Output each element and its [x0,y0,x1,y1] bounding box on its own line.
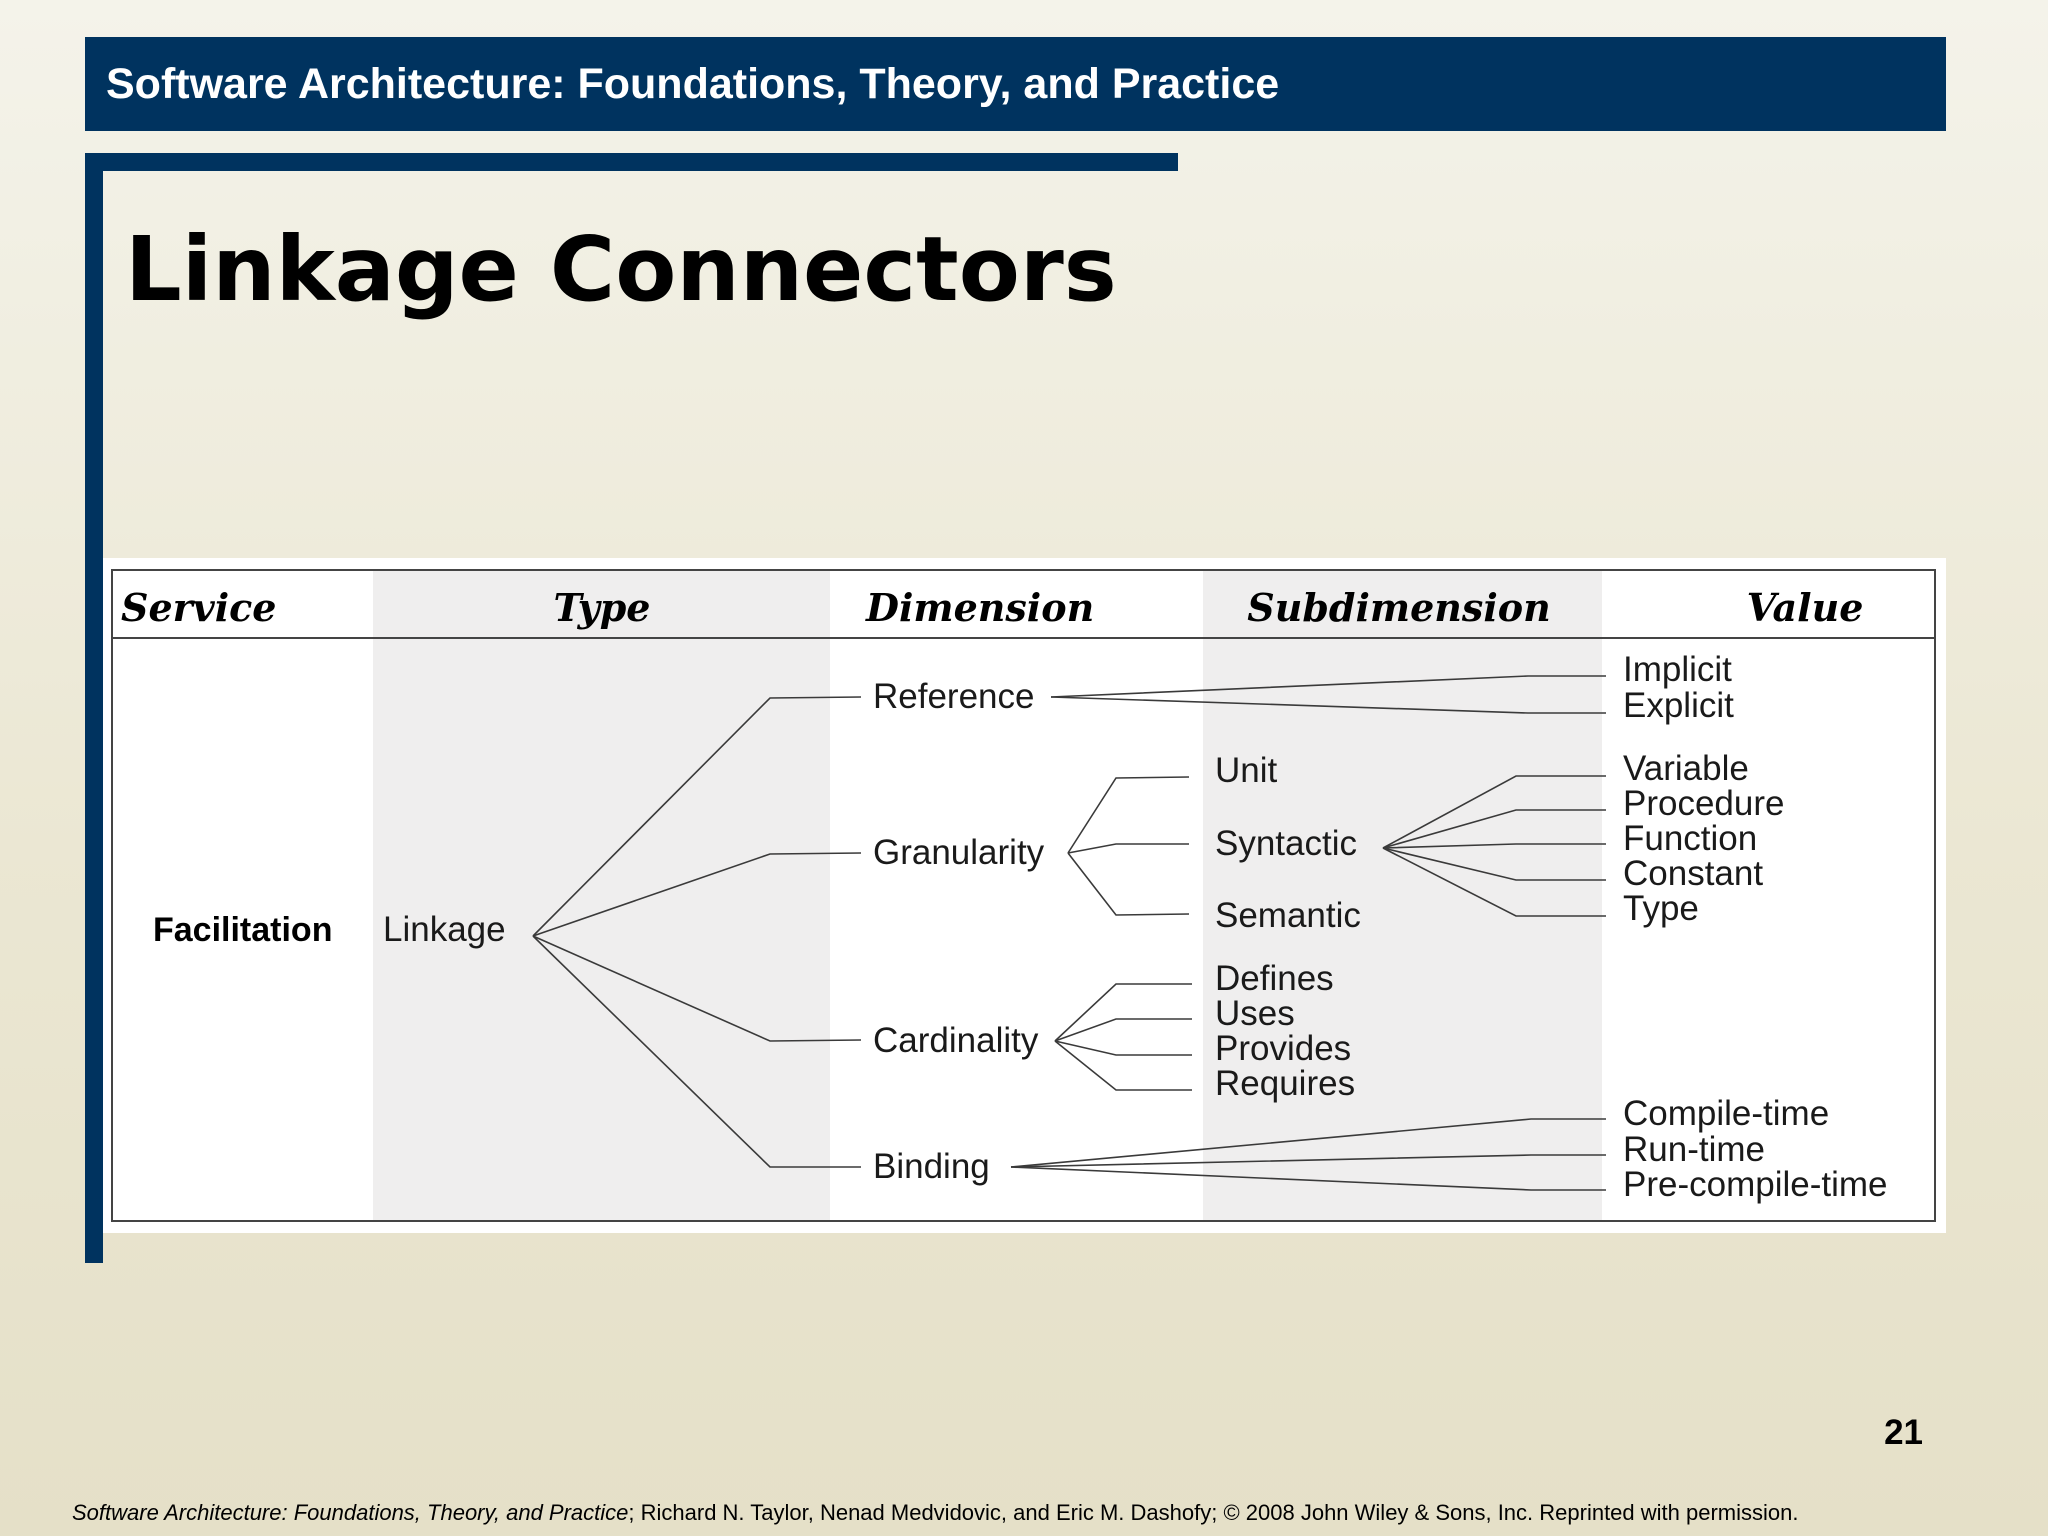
page-number: 21 [1884,1413,1923,1452]
connector-taxonomy-diagram: Service Type Dimension Subdimension Valu… [103,558,1946,1233]
subdimension-uses: Uses [1215,994,1295,1033]
subdimension-defines: Defines [1215,959,1334,998]
footer-citation: Software Architecture: Foundations, Theo… [72,1500,1798,1526]
header-bar: Software Architecture: Foundations, Theo… [85,37,1946,131]
title-accent-left [85,153,103,1263]
dimension-granularity: Granularity [873,833,1045,872]
subdimension-unit: Unit [1215,751,1278,790]
dimension-binding: Binding [873,1147,990,1186]
title-accent-top [85,153,1178,171]
subdimension-requires: Requires [1215,1064,1355,1103]
type-column-band [373,570,830,1221]
subdimension-syntactic: Syntactic [1215,824,1357,863]
value-constant: Constant [1623,854,1763,893]
dimension-reference: Reference [873,677,1034,716]
value-variable: Variable [1623,749,1749,788]
subdimension-column-band [1203,570,1602,1221]
slide-title: Linkage Connectors [125,217,1117,321]
column-header-type: Type [554,585,651,630]
value-function: Function [1623,819,1757,858]
type-linkage: Linkage [383,910,506,949]
value-procedure: Procedure [1623,784,1784,823]
value-explicit: Explicit [1623,686,1734,725]
column-header-value: Value [1747,585,1864,630]
footer-credits: ; Richard N. Taylor, Nenad Medvidovic, a… [628,1500,1799,1525]
subdimension-semantic: Semantic [1215,896,1361,935]
value-run-time: Run-time [1623,1130,1765,1169]
dimension-cardinality: Cardinality [873,1021,1039,1060]
column-header-service: Service [121,585,276,630]
tree-edges [532,675,1606,1191]
column-header-subdimension: Subdimension [1247,585,1550,630]
header-title: Software Architecture: Foundations, Theo… [106,59,1280,108]
value-implicit: Implicit [1623,650,1732,689]
value-pre-compile-time: Pre-compile-time [1623,1165,1888,1204]
value-type: Type [1623,889,1699,928]
diagram-frame [111,569,1936,1222]
value-compile-time: Compile-time [1623,1094,1829,1133]
column-header-dimension: Dimension [865,585,1094,630]
service-facilitation: Facilitation [153,911,332,949]
footer-book-title: Software Architecture: Foundations, Theo… [72,1500,629,1525]
subdimension-provides: Provides [1215,1029,1351,1068]
